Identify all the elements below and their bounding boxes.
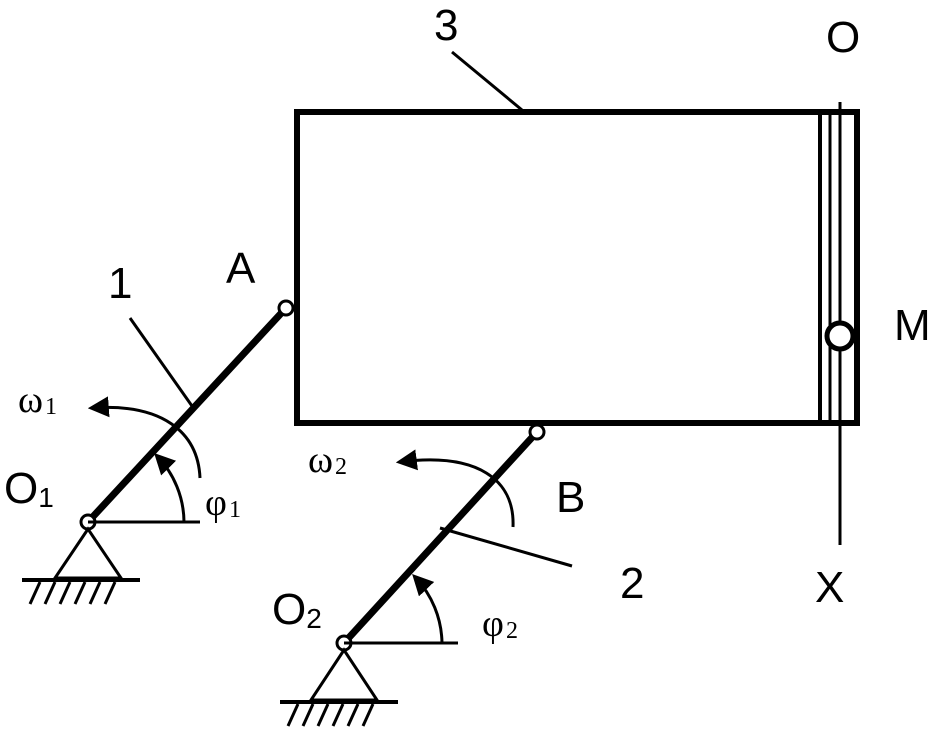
label-3: 3 xyxy=(434,1,458,50)
support-o2 xyxy=(280,647,398,727)
label-o2: O2 xyxy=(272,585,322,634)
plate-body-3 xyxy=(294,109,860,426)
link-2-rod xyxy=(340,428,541,647)
label-omega1: ω1 xyxy=(18,379,57,421)
label-b: B xyxy=(556,473,585,522)
leader-line-1 xyxy=(128,317,194,407)
support-o1 xyxy=(22,526,140,605)
omega1-rotation-arrow xyxy=(87,396,202,479)
phi1-angle-arc xyxy=(154,452,186,523)
leader-line-2 xyxy=(439,526,573,568)
joint-a-pin xyxy=(277,299,295,317)
point-m-circle xyxy=(824,320,856,352)
label-omega2: ω2 xyxy=(308,439,347,481)
label-a: A xyxy=(226,244,256,293)
label-m: M xyxy=(894,301,931,350)
omega2-rotation-arrow xyxy=(395,449,515,528)
link-1-rod xyxy=(84,304,290,526)
label-x-axis: X xyxy=(815,563,844,612)
joint-b-pin xyxy=(528,423,546,441)
label-o-axis: O xyxy=(826,13,860,62)
label-o1: O1 xyxy=(4,464,54,513)
phi2-angle-arc xyxy=(412,573,444,644)
label-2: 2 xyxy=(620,559,644,608)
label-phi2: φ2 xyxy=(482,603,518,645)
leader-line-3 xyxy=(451,50,523,112)
label-phi1: φ1 xyxy=(205,482,241,524)
label-1: 1 xyxy=(108,259,132,308)
